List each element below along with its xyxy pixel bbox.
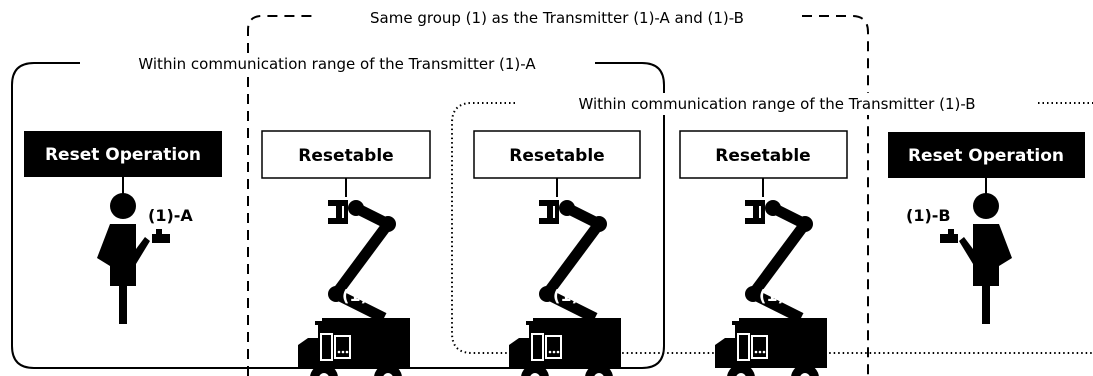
robot-id-1: (1)-1: [342, 286, 386, 305]
transmitter-id-a: (1)-A: [148, 206, 193, 225]
caption-mask: [572, 93, 982, 115]
person-icon-a: [97, 193, 150, 324]
robot-3: Resetable (1)-3: [679, 130, 848, 376]
range-b-caption: Within communication range of the Transm…: [578, 95, 975, 113]
resetable-label-2: Resetable: [509, 146, 604, 166]
robot-1: Resetable (1)-1: [261, 130, 431, 376]
reset-operation-label-b: Reset Operation: [908, 146, 1064, 166]
transmitter-icon-b: [940, 234, 958, 243]
resetable-label-1: Resetable: [298, 146, 393, 166]
reset-operation-box-b: [888, 132, 1085, 178]
range-a-region: Within communication range of the Transm…: [11, 53, 665, 369]
same-group-region: Same group (1) as the Transmitter (1)-A …: [247, 7, 869, 376]
robot-id-3: (1)-3: [759, 286, 803, 305]
caption-mask: [364, 7, 750, 29]
robot-2: Resetable (1)-2: [473, 130, 641, 376]
transmitter-id-b: (1)-B: [906, 206, 951, 225]
transmitter-b: Reset Operation (1)-B: [888, 132, 1085, 324]
robot-id-2: (1)-2: [553, 286, 597, 305]
range-b-region: Within communication range of the Transm…: [451, 93, 1093, 354]
resetable-box-3: [679, 130, 848, 179]
reset-operation-box-a: [24, 131, 222, 177]
transmitter-a: Reset Operation (1)-A: [24, 131, 222, 324]
resetable-label-3: Resetable: [715, 146, 810, 166]
transmitter-icon-a: [152, 234, 170, 243]
reset-operation-label-a: Reset Operation: [45, 145, 201, 165]
resetable-box-1: [261, 130, 431, 179]
same-group-caption: Same group (1) as the Transmitter (1)-A …: [370, 9, 744, 27]
range-a-caption: Within communication range of the Transm…: [138, 55, 536, 73]
person-icon-b: [959, 193, 1012, 324]
caption-mask: [132, 53, 543, 75]
resetable-box-2: [473, 130, 641, 179]
